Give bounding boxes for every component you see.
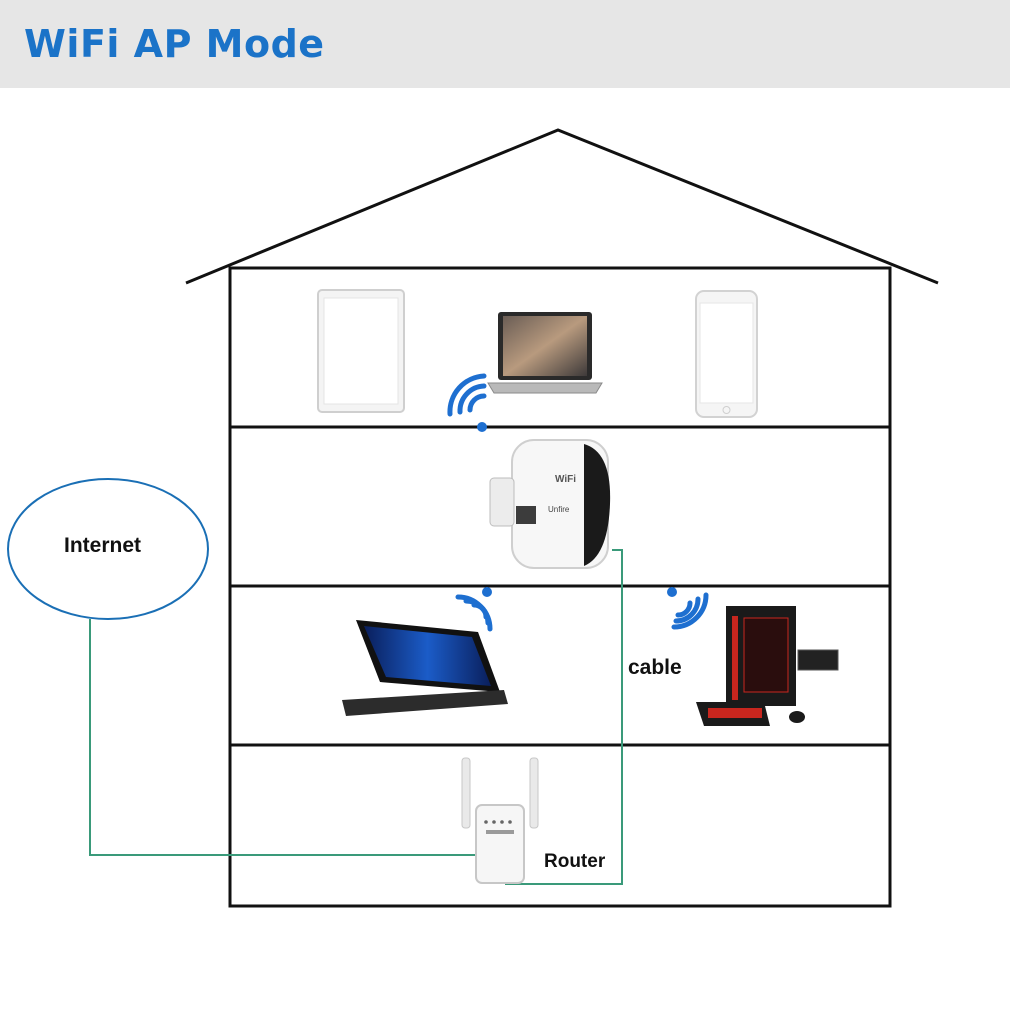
internet-cloud: [7, 478, 209, 620]
laptop-icon: [487, 312, 603, 394]
house-roof: [185, 128, 939, 285]
desktop-pc-icon: [696, 606, 839, 726]
wifi-signal-icon: [447, 373, 487, 432]
page-title: WiFi AP Mode: [24, 22, 325, 66]
tablet-icon: [317, 289, 405, 413]
internet-cable: [89, 619, 476, 856]
cables: [89, 549, 623, 885]
repeater-brand: Unfire: [548, 505, 570, 514]
router-label: Router: [544, 851, 606, 872]
header-bar: [0, 0, 1010, 88]
repeater-cable: [505, 549, 623, 885]
router-icon: [461, 757, 539, 884]
wifi-signal-icon: [455, 587, 493, 632]
cable-label: cable: [628, 656, 682, 679]
repeater-logo: WiFi: [555, 474, 576, 485]
internet-label: Internet: [64, 534, 142, 557]
house: [185, 128, 939, 908]
wifi-signal-icon: [667, 587, 709, 630]
smartphone-icon: [695, 290, 758, 418]
repeater-icon: WiFi Unfire: [489, 439, 611, 569]
convertible-laptop-icon: [342, 620, 508, 716]
